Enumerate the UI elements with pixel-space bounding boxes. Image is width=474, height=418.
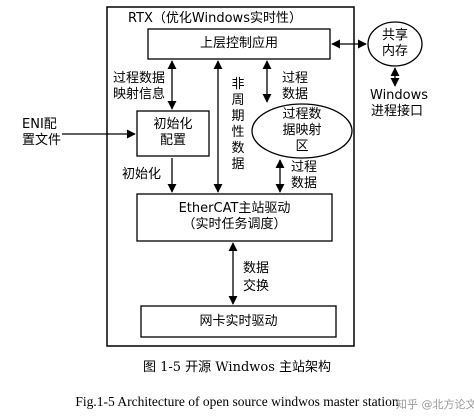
shared-memory-ellipse bbox=[367, 21, 423, 67]
init-config-label: 初始化 配置 bbox=[153, 117, 193, 148]
windows-ipc-label: Windows 进程接口 bbox=[370, 88, 429, 119]
mapping-area-ellipse bbox=[251, 103, 353, 159]
init-config-block bbox=[136, 110, 210, 157]
caption-english: Fig.1-5 Architecture of open source wind… bbox=[75, 394, 399, 409]
initialize-label: 初始化 bbox=[122, 167, 162, 182]
rtx-title: RTX（优化Windows实时性） bbox=[128, 11, 302, 26]
process-data-top-label: 过程 数据 bbox=[282, 71, 309, 102]
non-periodic-data-label: 非 周 期 性 数 据 bbox=[231, 77, 245, 172]
master-driver-label: EtherCAT主站驱动 （实时任务调度） bbox=[178, 201, 291, 232]
data-exchange-label: 数据 交换 bbox=[243, 261, 270, 294]
process-data-mapping-label: 过程数据 映射信息 bbox=[113, 71, 166, 102]
process-data-bottom-label: 过程 数据 bbox=[291, 160, 318, 191]
mapping-area-label: 过程数 据映射 区 bbox=[282, 107, 322, 154]
master-driver-block bbox=[136, 193, 333, 242]
caption-chinese: 图 1-5 开源 Windwos 主站架构 bbox=[142, 360, 332, 375]
rtx-container bbox=[106, 6, 355, 347]
shared-memory-label: 共享 内存 bbox=[381, 28, 408, 59]
nic-driver-label: 网卡实时驱动 bbox=[199, 314, 278, 329]
eni-config-label: ENI配 置文件 bbox=[22, 117, 62, 148]
upper-app-label: 上层控制应用 bbox=[199, 36, 278, 51]
upper-app-block bbox=[147, 28, 331, 60]
watermark: 知乎 @北方论文 bbox=[396, 398, 474, 411]
nic-driver-block bbox=[140, 305, 337, 338]
